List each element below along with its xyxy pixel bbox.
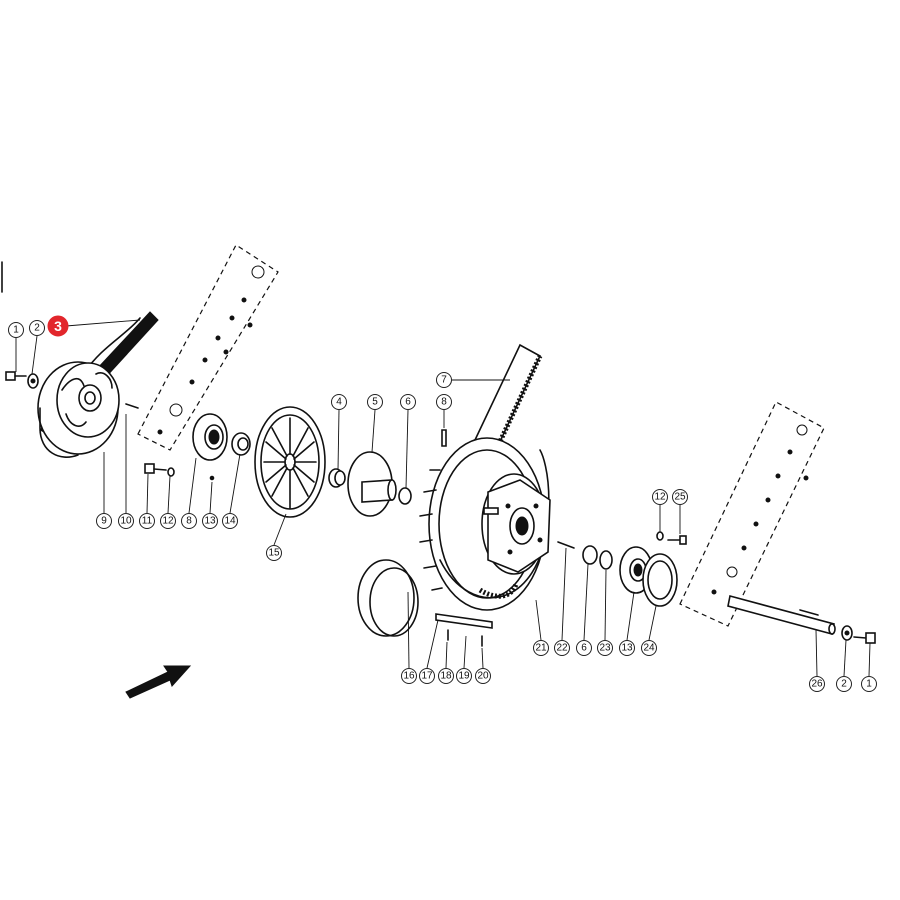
callout-label: 6 xyxy=(405,397,411,408)
callout-label: 12 xyxy=(654,492,666,503)
callout-label: 8 xyxy=(441,397,447,408)
callout-label: 13 xyxy=(621,643,633,654)
direction-arrow-icon xyxy=(125,665,192,699)
bushing-part-6-right[interactable] xyxy=(582,545,598,565)
callout-label: 26 xyxy=(811,679,823,690)
callout-bubble[interactable]: 15 xyxy=(266,545,282,561)
shaft-part-26[interactable] xyxy=(727,595,836,635)
callout-label: 1 xyxy=(13,325,19,336)
pin-part-22[interactable] xyxy=(557,541,575,549)
pin-part-10[interactable] xyxy=(125,403,139,409)
callout-bubble[interactable]: 25 xyxy=(672,489,688,505)
fan-wheel-part[interactable] xyxy=(254,406,326,518)
callout-label: 2 xyxy=(34,323,40,334)
callout-bubble[interactable]: 11 xyxy=(139,513,155,529)
callout-bubble[interactable]: 13 xyxy=(202,513,218,529)
bolt-part-left[interactable] xyxy=(5,371,27,381)
washer-part-12-right[interactable] xyxy=(656,531,664,541)
bushing-part-4[interactable] xyxy=(328,468,346,488)
gasket-part-24[interactable] xyxy=(642,553,678,607)
callout-label: 22 xyxy=(556,643,568,654)
callout-label: 14 xyxy=(224,516,236,527)
callout-label: 1 xyxy=(866,679,872,690)
bolt-part-25[interactable] xyxy=(667,535,687,545)
ring-part-23[interactable] xyxy=(599,550,613,570)
callout-bubble[interactable]: 5 xyxy=(367,394,383,410)
callout-label: 5 xyxy=(372,397,378,408)
callout-label: 10 xyxy=(120,516,132,527)
callout-label: 9 xyxy=(101,516,107,527)
callout-label: 12 xyxy=(162,516,174,527)
callout-label: 19 xyxy=(458,671,470,682)
ring-part-16[interactable] xyxy=(357,559,419,637)
callout-bubble[interactable]: 21 xyxy=(533,640,549,656)
toothed-belt-part[interactable] xyxy=(473,343,543,450)
callout-bubble[interactable]: 12 xyxy=(652,489,668,505)
callout-label: 25 xyxy=(674,492,686,503)
callout-bubble[interactable]: 20 xyxy=(475,668,491,684)
callout-bubble[interactable]: 19 xyxy=(456,668,472,684)
callout-bubble[interactable]: 6 xyxy=(576,640,592,656)
grease-fitting-part[interactable] xyxy=(441,429,447,447)
callout-bubble[interactable]: 13 xyxy=(619,640,635,656)
callout-label: 17 xyxy=(421,671,433,682)
washer-part-left[interactable] xyxy=(27,373,39,389)
bolt-part-11[interactable] xyxy=(144,463,167,474)
callout-bubble[interactable]: 23 xyxy=(597,640,613,656)
callout-bubble[interactable]: 2 xyxy=(836,676,852,692)
sleeve-part-5[interactable] xyxy=(347,451,397,517)
callout-bubble[interactable]: 1 xyxy=(8,322,24,338)
washer-part-right[interactable] xyxy=(841,625,853,641)
callout-label: 4 xyxy=(336,397,342,408)
callout-bubble[interactable]: 2 xyxy=(29,320,45,336)
callout-bubble[interactable]: 9 xyxy=(96,513,112,529)
callout-label: 16 xyxy=(403,671,415,682)
strap-part-17[interactable] xyxy=(435,613,493,629)
callout-label: 24 xyxy=(643,643,655,654)
callout-bubble[interactable]: 14 xyxy=(222,513,238,529)
bushing-part-6-left[interactable] xyxy=(398,487,412,505)
callout-label: 11 xyxy=(142,516,153,527)
callout-bubble[interactable]: 10 xyxy=(118,513,134,529)
callout-bubble[interactable]: 17 xyxy=(419,668,435,684)
callout-bubble[interactable]: 12 xyxy=(160,513,176,529)
callout-label: 2 xyxy=(841,679,847,690)
callout-bubble[interactable]: 6 xyxy=(400,394,416,410)
callout-bubble[interactable]: 8 xyxy=(181,513,197,529)
callout-bubble[interactable]: 7 xyxy=(436,372,452,388)
callout-label: 23 xyxy=(599,643,611,654)
frame-plate-right xyxy=(679,401,825,627)
callout-bubble[interactable]: 18 xyxy=(438,668,454,684)
callout-bubble[interactable]: 8 xyxy=(436,394,452,410)
callout-label: 18 xyxy=(440,671,452,682)
callout-bubble[interactable]: 26 xyxy=(809,676,825,692)
pulley-part[interactable] xyxy=(37,361,120,458)
callout-label: 20 xyxy=(477,671,489,682)
callout-label: 15 xyxy=(268,548,280,559)
frame-plate-left xyxy=(137,244,279,451)
bearing-part-14[interactable] xyxy=(231,432,251,456)
callout-list: 1 2 3 9 10 11 12 8 13 14 15 4 5 6 8 7 16… xyxy=(8,315,877,692)
bearing-flange-left[interactable] xyxy=(192,413,228,481)
callout-label-highlight: 3 xyxy=(54,318,62,334)
callout-label: 8 xyxy=(186,516,192,527)
callout-label: 21 xyxy=(535,643,547,654)
callout-bubble[interactable]: 4 xyxy=(331,394,347,410)
callout-label: 6 xyxy=(581,643,587,654)
callout-label: 7 xyxy=(441,375,447,386)
clutch-drum-part[interactable] xyxy=(419,437,551,611)
leader-lines xyxy=(15,319,871,677)
callout-bubble[interactable]: 24 xyxy=(641,640,657,656)
callout-bubble-highlight[interactable]: 3 xyxy=(47,315,69,337)
washer-part-12[interactable] xyxy=(167,467,175,477)
callout-bubble[interactable]: 1 xyxy=(861,676,877,692)
callout-bubble[interactable]: 16 xyxy=(401,668,417,684)
callout-label: 13 xyxy=(204,516,216,527)
callout-bubble[interactable]: 22 xyxy=(554,640,570,656)
bolt-part-right[interactable] xyxy=(853,632,876,644)
